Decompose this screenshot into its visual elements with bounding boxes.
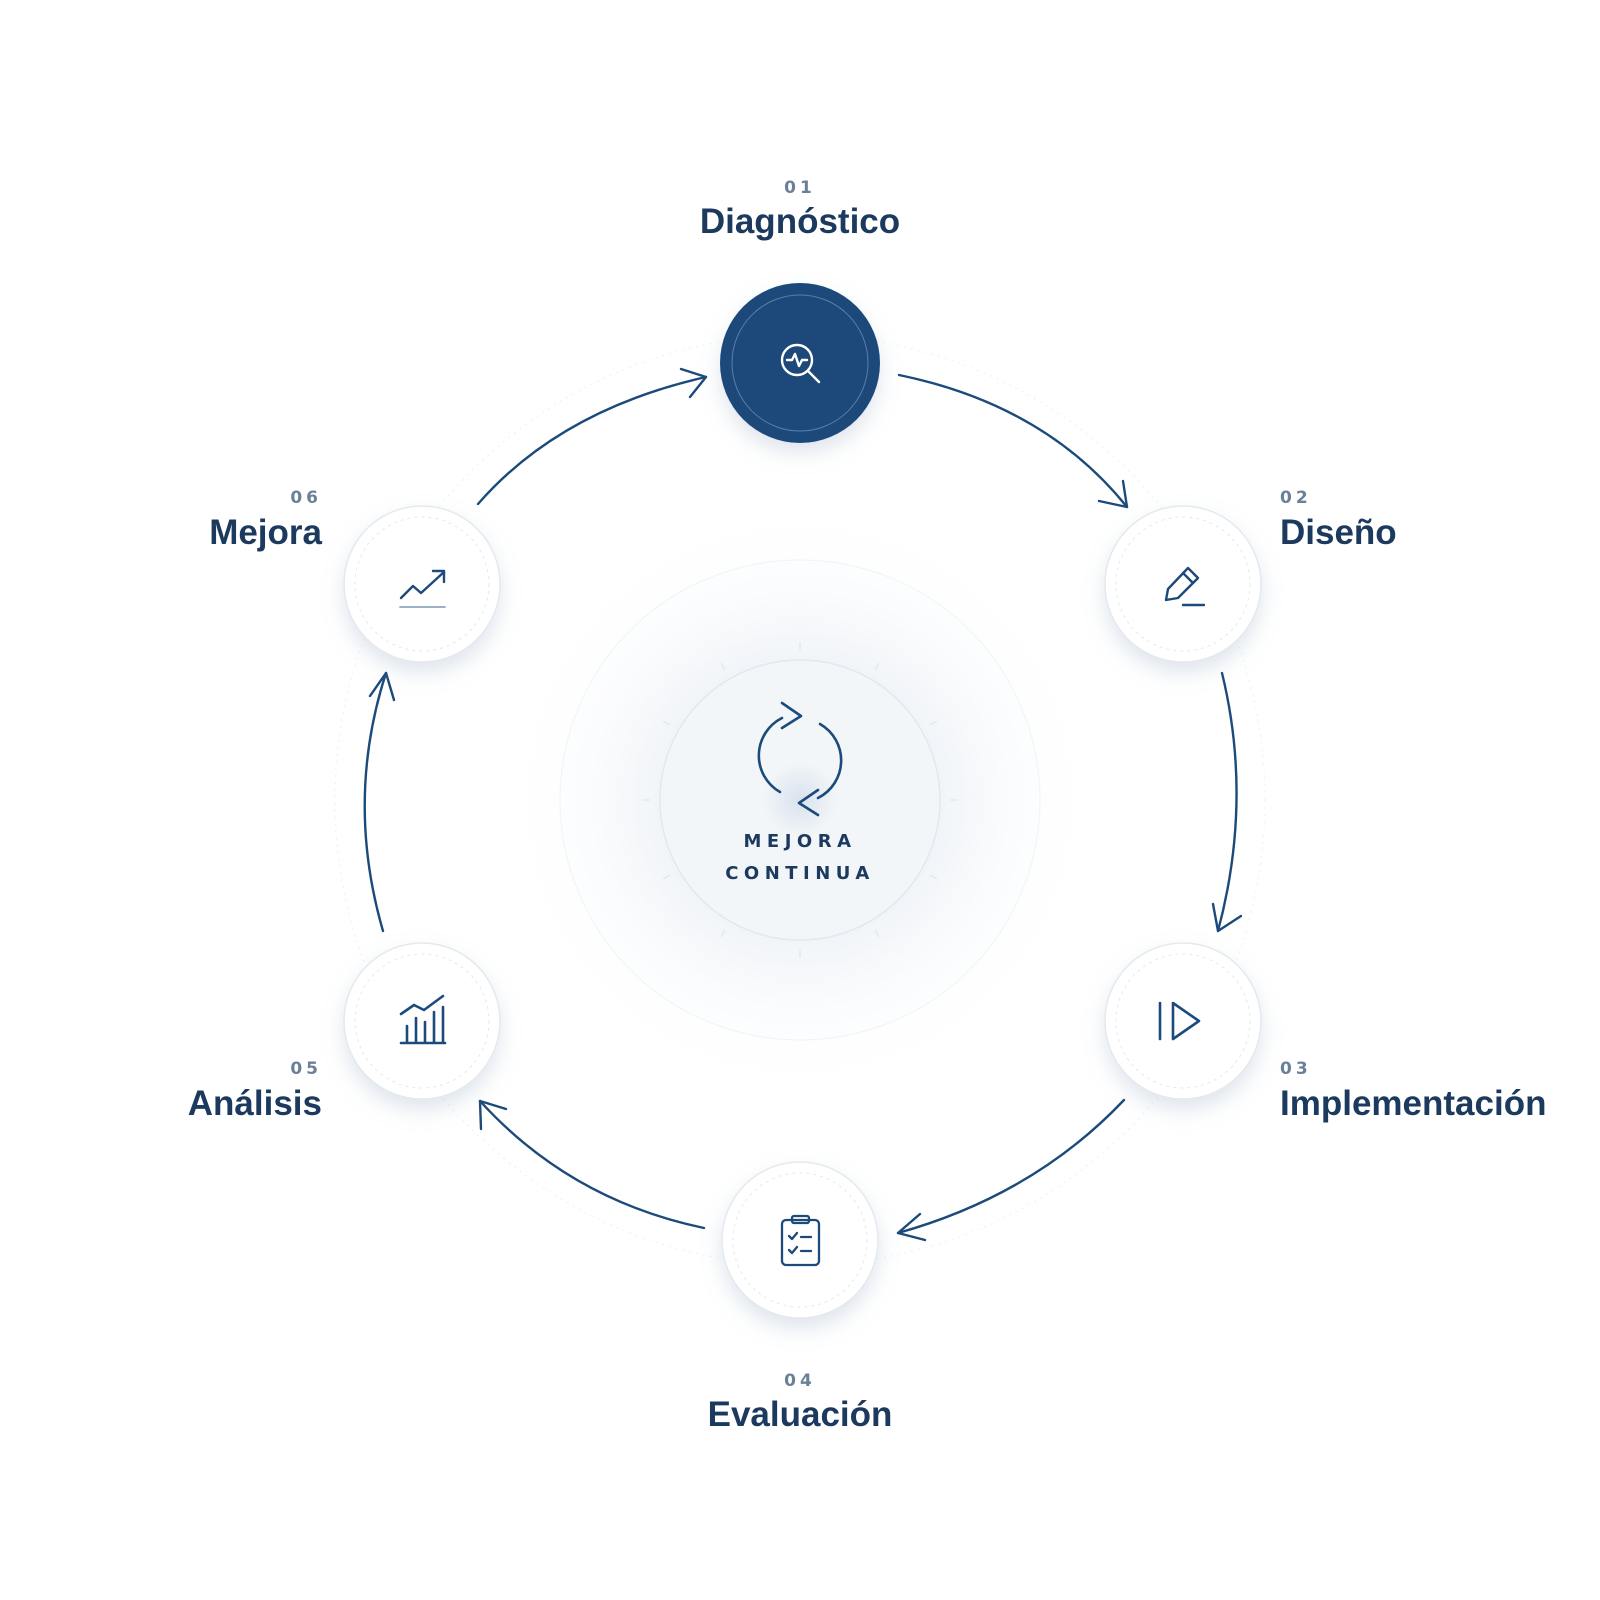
refresh-cycle-icon xyxy=(757,701,843,817)
arrowhead-05 xyxy=(478,1099,508,1131)
step-node-06[interactable] xyxy=(343,505,501,663)
pencil-icon xyxy=(1164,566,1206,607)
arrowhead-06 xyxy=(368,671,396,702)
step-node-04[interactable] xyxy=(721,1161,879,1319)
hub-tick xyxy=(662,874,671,880)
arrow-06-to-01 xyxy=(476,375,708,506)
clipboard-check-icon xyxy=(780,1214,821,1267)
step-node-05[interactable] xyxy=(343,942,501,1100)
cycle-arrows xyxy=(363,367,1243,1242)
step-label-02: Diseño xyxy=(1280,513,1397,552)
step-number-01: 01 xyxy=(784,178,816,198)
hub-tick xyxy=(929,874,938,880)
center-title-line1: MEJORA xyxy=(744,831,857,852)
hub-tick xyxy=(929,720,938,726)
step-label-01: Diagnóstico xyxy=(700,202,900,241)
hub-tick xyxy=(874,929,880,938)
arrow-02-to-03 xyxy=(1216,671,1238,933)
play-step-icon xyxy=(1158,1001,1201,1041)
step-node-03[interactable] xyxy=(1104,942,1262,1100)
hub-tick xyxy=(720,662,726,671)
arrowhead-03 xyxy=(1211,902,1243,933)
hub-ticks xyxy=(642,642,958,958)
step-number-02: 02 xyxy=(1280,488,1312,508)
arrow-05-to-06 xyxy=(363,671,388,933)
step-label-06: Mejora xyxy=(209,513,322,552)
arrow-01-to-02 xyxy=(897,373,1129,509)
step-number-05: 05 xyxy=(290,1059,322,1079)
hub-tick xyxy=(720,929,726,938)
bar-chart-icon xyxy=(399,994,447,1045)
step-number-06: 06 xyxy=(290,488,322,508)
center-title-line2: CONTINUA xyxy=(725,863,875,884)
arrow-04-to-05 xyxy=(478,1099,706,1230)
step-label-05: Análisis xyxy=(188,1084,322,1123)
arrowhead-01 xyxy=(679,367,708,399)
arrowhead-02 xyxy=(1097,479,1129,509)
search-pulse-icon xyxy=(780,343,821,384)
hub-tick xyxy=(874,662,880,671)
hub-tick xyxy=(662,720,671,726)
step-node-02[interactable] xyxy=(1104,505,1262,663)
arrowhead-04 xyxy=(896,1212,927,1242)
step-number-03: 03 xyxy=(1280,1059,1312,1079)
step-number-04: 04 xyxy=(784,1371,816,1391)
trend-up-icon xyxy=(399,569,446,608)
center-hub xyxy=(642,642,958,958)
step-label-04: Evaluación xyxy=(708,1395,893,1434)
arrow-03-to-04 xyxy=(896,1098,1126,1235)
step-label-03: Implementación xyxy=(1280,1084,1546,1123)
